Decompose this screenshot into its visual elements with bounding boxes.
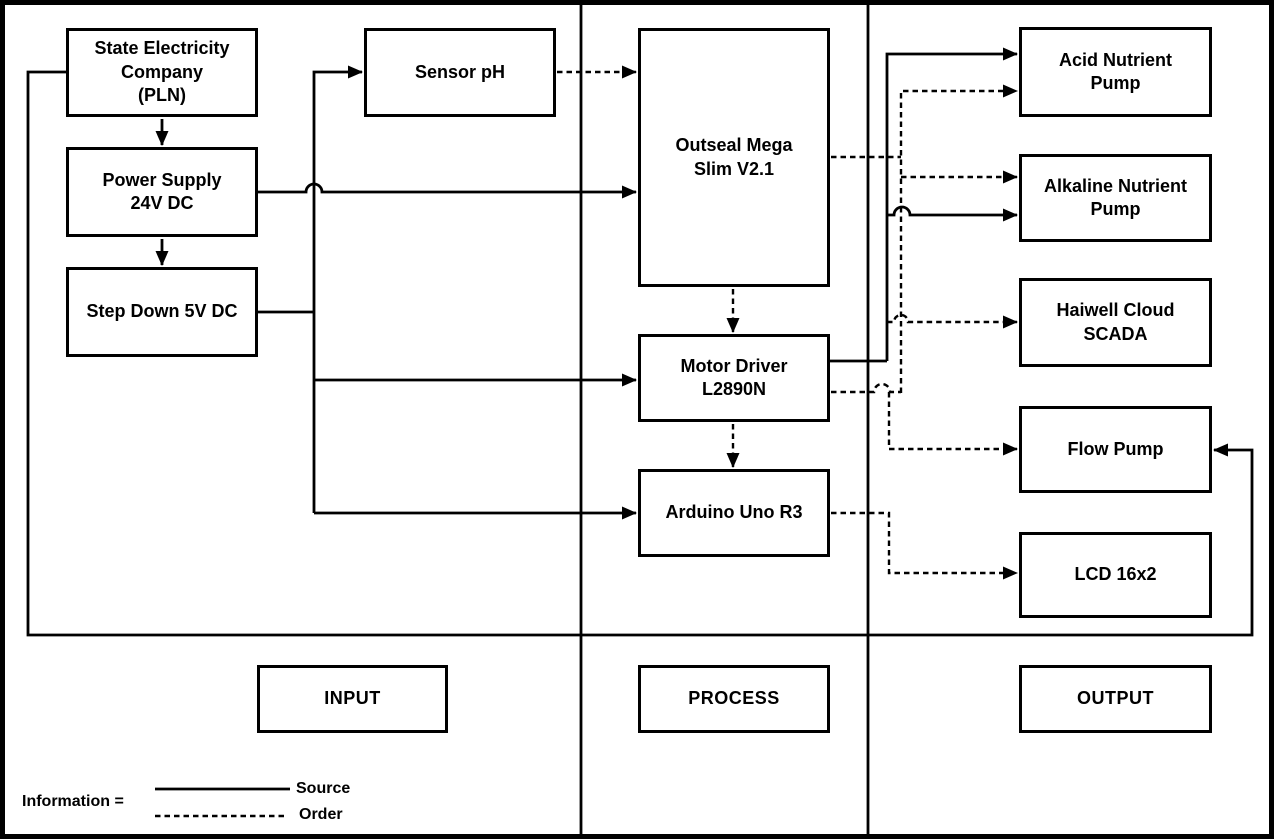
node-lcd-16x2: LCD 16x2 <box>1019 532 1212 618</box>
node-step-down: Step Down 5V DC <box>66 267 258 357</box>
edge-source-rail-to-acid-nutrient-pump <box>885 47 1018 361</box>
node-arduino-uno: Arduino Uno R3 <box>638 469 830 557</box>
node-outseal-mega-slim-label: Slim V2.1 <box>693 158 775 179</box>
node-process-section-label: PROCESS <box>688 688 780 709</box>
node-flow-pump-label: Flow Pump <box>1067 438 1164 459</box>
node-state-electricity-company-label: State Electricity <box>94 38 230 59</box>
node-lcd-16x2-label: LCD 16x2 <box>1074 564 1157 585</box>
edges-layer <box>26 0 1254 839</box>
node-state-electricity-company-label: Company <box>120 61 203 82</box>
edge-motor-driver-to-order-rail <box>831 382 901 394</box>
edge-order-rail-to-haiwell-cloud-scada <box>887 313 1018 329</box>
node-output-section: OUTPUT <box>1019 665 1212 733</box>
node-state-electricity-company-label: (PLN) <box>138 85 186 106</box>
node-arduino-uno-label: Arduino Uno R3 <box>665 502 803 523</box>
node-acid-nutrient-pump-label: Pump <box>1090 73 1141 93</box>
edge-state-electricity-company-to-flow-pump <box>26 70 1254 637</box>
node-power-supply: Power Supply 24V DC <box>66 147 258 237</box>
edge-arduino-uno-to-lcd-16x2 <box>831 511 1018 580</box>
node-step-down-label: Step Down 5V DC <box>86 301 238 322</box>
legend-order-label: Order <box>299 806 343 823</box>
legend-source-label: Source <box>296 780 351 797</box>
legend-title: Information = <box>22 793 124 810</box>
edge-order-rail-to-acid-nutrient-pump <box>899 84 1018 393</box>
node-acid-nutrient-pump-label: Acid Nutrient <box>1058 49 1172 70</box>
node-sensor-ph-label: Sensor pH <box>414 61 506 82</box>
node-input-section-label: INPUT <box>324 688 381 709</box>
node-power-supply-label: Power Supply <box>102 169 222 190</box>
node-alkaline-nutrient-pump-label: Pump <box>1090 199 1141 219</box>
node-power-supply-label: 24V DC <box>130 193 194 213</box>
node-process-section: PROCESS <box>638 665 830 733</box>
node-input-section: INPUT <box>257 665 448 733</box>
node-output-section-label: OUTPUT <box>1077 688 1154 709</box>
node-motor-driver-label: L2890N <box>701 379 767 399</box>
node-haiwell-cloud-scada-label: Haiwell Cloud <box>1056 300 1175 321</box>
edge-source-rail-to-alkaline-nutrient-pump <box>887 205 1018 222</box>
node-outseal-mega-slim-label: Outseal Mega <box>675 135 793 156</box>
node-motor-driver-label: Motor Driver <box>680 355 788 376</box>
node-haiwell-cloud-scada-label: SCADA <box>1083 323 1148 344</box>
edge-power-rail-to-sensor-ph <box>312 65 363 513</box>
edge-order-rail-to-flow-pump <box>887 392 1018 456</box>
node-sensor-ph: Sensor pH <box>364 28 556 117</box>
node-alkaline-nutrient-pump-label: Alkaline Nutrient <box>1043 175 1188 196</box>
node-flow-pump: Flow Pump <box>1019 406 1212 493</box>
